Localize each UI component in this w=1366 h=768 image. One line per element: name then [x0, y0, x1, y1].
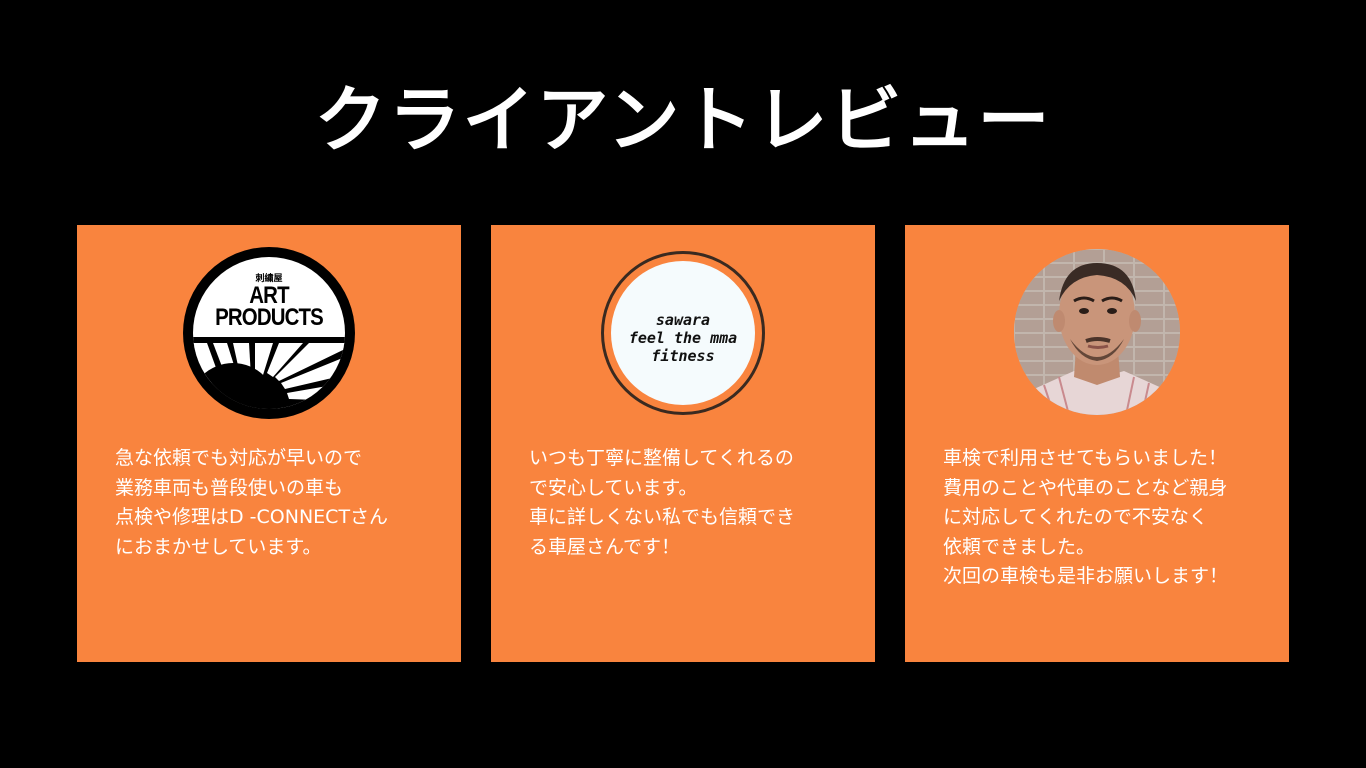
logo-brand: ART PRODUCTS	[204, 282, 333, 331]
logo-kanji: 刺繍屋	[255, 274, 283, 284]
sawara-logo: sawara feel the mma fitness	[597, 247, 769, 419]
art-products-logo: 刺繍屋 ART PRODUCTS	[183, 247, 355, 419]
customer-avatar	[1014, 249, 1180, 415]
logo-brand-line2: PRODUCTS	[215, 304, 324, 331]
rising-sun-icon	[193, 337, 345, 409]
person-photo-icon	[1014, 249, 1180, 415]
page-title: クライアントレビュー	[314, 78, 1052, 162]
review-text: 車検で利用させてもらいました！ 費用のことや代車のことなど親身 に対応してくれた…	[943, 447, 1229, 587]
sawara-logo-text: sawara feel the mma fitness	[611, 311, 755, 365]
logo-brand-line1: ART	[249, 282, 289, 309]
review-card-sawara: sawara feel the mma fitness いつも丁寧に整備してくれ…	[491, 225, 875, 662]
sawara-line1: sawara	[655, 311, 711, 329]
sawara-line3: fitness	[651, 347, 715, 365]
review-text: 急な依頼でも対応が早いので 業務車両も普段使いの車も 点検や修理はD -CONN…	[115, 447, 389, 558]
sawara-line2: feel the mma	[628, 329, 738, 347]
review-card-art-products: 刺繍屋 ART PRODUCTS 急な依頼でも対応が早いので 業務車両も普段使い…	[77, 225, 461, 662]
review-card-customer: 車検で利用させてもらいました！ 費用のことや代車のことなど親身 に対応してくれた…	[905, 225, 1289, 662]
review-text: いつも丁寧に整備してくれるの で安心しています。 車に詳しくない私でも信頼でき …	[529, 447, 796, 558]
